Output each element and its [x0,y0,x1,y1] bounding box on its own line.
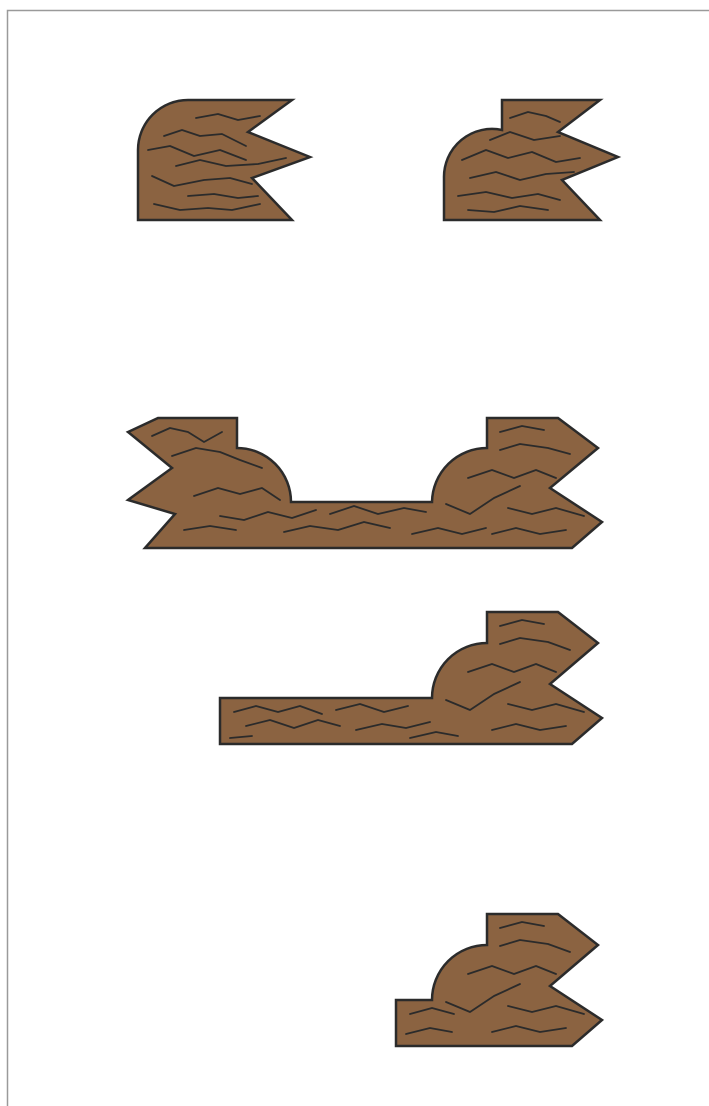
wood-piece-rounded-end[interactable] [138,100,310,220]
wood-piece-rail[interactable] [220,612,602,744]
wood-piece-body [444,100,618,220]
wood-piece-step-block[interactable] [396,914,602,1046]
wood-piece-body [220,612,602,744]
wood-piece-body [396,914,602,1046]
wood-piece-body [138,100,310,220]
sheet-border [8,11,709,1106]
wood-piece-trough[interactable] [128,418,602,548]
wood-piece-stepped-end[interactable] [444,100,618,220]
